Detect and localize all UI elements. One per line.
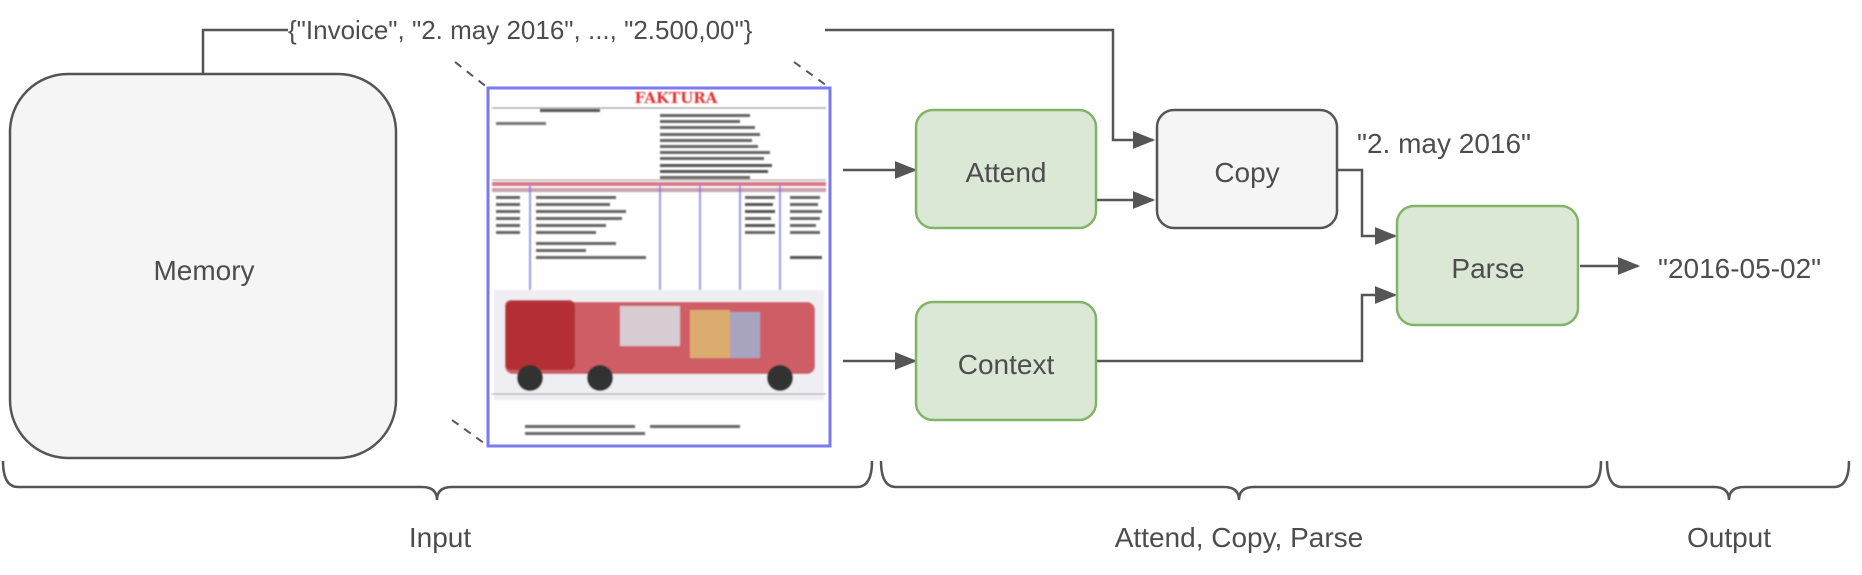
output-brace (1605, 460, 1851, 501)
zoom-line-bottom-left (451, 419, 489, 447)
parse-label: Parse (1451, 253, 1524, 284)
parse-box (1395, 204, 1580, 327)
zoom-line-top-right (793, 61, 831, 89)
context-box (914, 300, 1098, 422)
invoice-body (492, 107, 826, 435)
context-label: Context (958, 349, 1055, 380)
copied-value-text: "2. may 2016" (1357, 128, 1531, 159)
zoom-line-top-left (454, 61, 489, 89)
attend-label: Attend (966, 157, 1047, 188)
invoice-document: FAKTURA (486, 86, 832, 448)
memory-node: Memory (8, 72, 398, 460)
attend-node: Attend (914, 108, 1098, 230)
invoice-title: FAKTURA (635, 89, 718, 107)
input-brace (1, 460, 874, 501)
attend-copy-parse-section-label: Attend, Copy, Parse (1115, 522, 1364, 553)
context-to-parse-edge (1097, 286, 1398, 363)
parse-node: Parse (1395, 204, 1580, 327)
memory-contents-text: {"Invoice", "2. may 2016", ..., "2.500,0… (288, 15, 753, 45)
memory-contents: {"Invoice", "2. may 2016", ..., "2.500,0… (201, 15, 1156, 149)
copy-to-parse-edge (1338, 168, 1398, 245)
zoom-indicator (451, 61, 831, 447)
output-section-label: Output (1687, 522, 1771, 553)
output-value-text: "2016-05-02" (1658, 253, 1821, 284)
attend-box (914, 108, 1098, 230)
edges (843, 161, 1641, 370)
input-section-label: Input (409, 522, 471, 553)
copy-label: Copy (1214, 157, 1279, 188)
attend-copy-parse-brace (879, 460, 1603, 501)
memory-to-contents-connector (201, 28, 288, 74)
contents-to-copy-edge (825, 28, 1156, 149)
copy-node: Copy (1155, 108, 1339, 230)
memory-label: Memory (153, 255, 254, 286)
section-braces (1, 460, 1851, 501)
context-node: Context (914, 300, 1098, 422)
copy-box (1155, 108, 1339, 230)
